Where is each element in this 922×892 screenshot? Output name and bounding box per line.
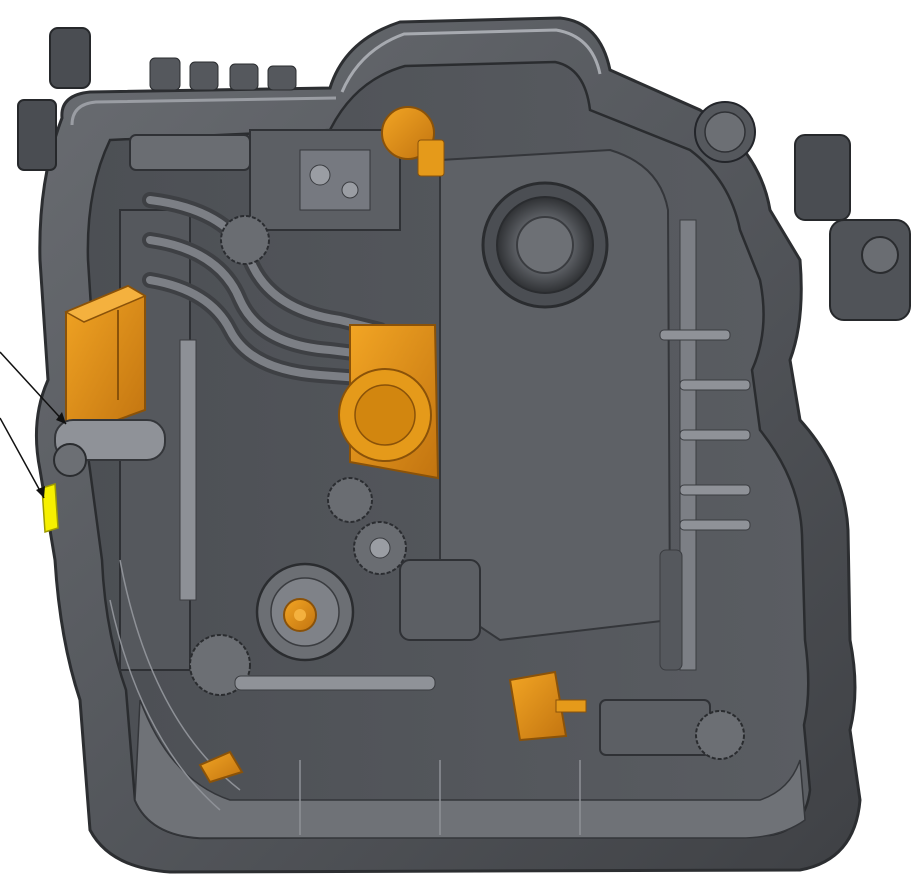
yellow-insert-left	[41, 483, 59, 533]
callout-1	[0, 351, 67, 425]
left-shaft	[179, 339, 197, 601]
top-left-handle	[17, 27, 91, 171]
orange-center-knob	[283, 598, 317, 632]
rim-highlight-top	[340, 28, 602, 93]
rim-highlight	[70, 96, 337, 126]
center-gear-train	[220, 215, 407, 575]
top-right-handle	[794, 134, 911, 321]
orange-lower-actuator	[508, 670, 587, 742]
orange-flash-module	[338, 324, 440, 480]
top-buttons-cluster	[149, 57, 297, 91]
lens-port-ring	[481, 181, 609, 309]
upper-mechanism-block	[129, 129, 401, 231]
control-dial-knob	[694, 101, 756, 163]
left-pivot-shaft	[53, 419, 166, 477]
orange-floor-clip	[198, 750, 244, 784]
callout-2	[0, 417, 45, 499]
orange-block-left	[64, 284, 147, 434]
housing-floor	[134, 699, 806, 839]
right-side-rods	[659, 219, 751, 671]
orange-top-gear	[381, 106, 445, 177]
